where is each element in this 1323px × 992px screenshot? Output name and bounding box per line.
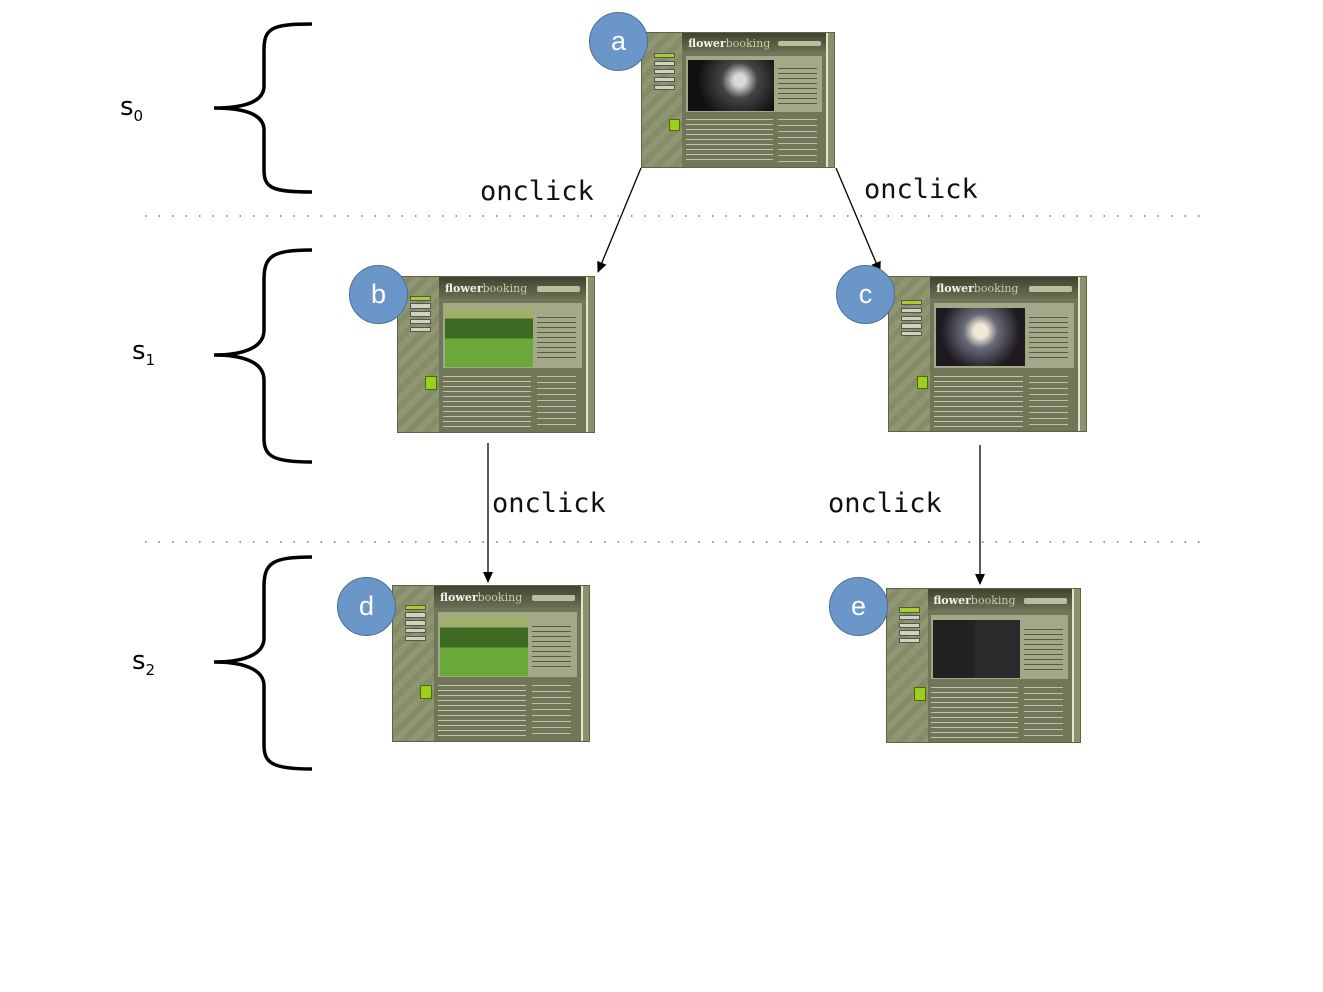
- thumbnail-logo: flowerbooking: [688, 37, 771, 51]
- edge-arrow-a-c: [835, 167, 881, 273]
- thumbnail-photo: [688, 59, 775, 111]
- thumbnail-header: [434, 586, 582, 608]
- thumbnail-dates-text: [1028, 375, 1069, 428]
- thumbnail-nav-item: [653, 69, 675, 74]
- thumbnail-article-text: [931, 686, 1019, 739]
- thumbnail-right-bar: [1078, 277, 1086, 431]
- thumbnail-nav-item: [653, 77, 675, 82]
- thumbnail-nav-item: [404, 620, 427, 626]
- thumbnail-nav-item: [900, 307, 923, 314]
- thumbnail-nav-item: [898, 637, 920, 644]
- level-label-s2: s2: [132, 646, 156, 680]
- edge-label-c-e: onclick: [828, 488, 942, 519]
- thumbnail-feature-text: [532, 626, 572, 670]
- thumbnail-search-bar: [532, 595, 576, 602]
- thumbnail-header: [927, 589, 1073, 611]
- thumbnail-nav-item: [898, 607, 920, 613]
- thumbnail-right-bar: [581, 586, 589, 741]
- thumbnail-nav-item: [898, 630, 920, 636]
- thumbnail-right-bar: [586, 277, 594, 432]
- thumbnail-feature-text: [1024, 628, 1063, 672]
- thumbnail-dates-text: [1024, 686, 1063, 739]
- thumbnail-nav-item: [409, 326, 432, 333]
- thumbnail-nav-item: [409, 318, 432, 325]
- screenshot-thumbnail-a: flowerbooking: [641, 32, 835, 168]
- thumbnail-badge: [916, 375, 929, 390]
- thumbnail-right-bar: [826, 33, 834, 167]
- thumbnail-sidebar: [393, 586, 435, 741]
- thumbnail-badge: [425, 376, 438, 391]
- thumbnail-logo: flowerbooking: [440, 590, 523, 604]
- thumbnail-photo: [936, 307, 1025, 367]
- thumbnail-badge: [420, 685, 433, 700]
- thumbnail-article-text: [934, 375, 1023, 428]
- thumbnail-feature-text: [778, 67, 817, 106]
- thumbnail-nav-item: [404, 635, 427, 642]
- thumbnail-nav-item: [898, 622, 920, 628]
- thumbnail-feature-text: [1028, 317, 1069, 361]
- thumbnail-article-text: [443, 376, 532, 429]
- thumbnail-right-bar: [1072, 589, 1080, 742]
- edge-label-a-b: onclick: [480, 176, 594, 207]
- edge-label-b-d: onclick: [492, 488, 606, 519]
- thumbnail-nav-item: [404, 627, 427, 634]
- thumbnail-header: [930, 277, 1079, 299]
- thumbnail-article-text: [686, 118, 773, 165]
- screenshot-thumbnail-c: flowerbooking: [888, 276, 1087, 432]
- level-brace-s1: [213, 248, 313, 464]
- thumbnail-nav-item: [653, 85, 675, 90]
- screenshot-thumbnail-e: flowerbooking: [886, 588, 1081, 743]
- thumbnail-photo: [440, 617, 529, 676]
- edge-arrow-a-b: [597, 167, 642, 273]
- node-e: e: [829, 577, 888, 636]
- thumbnail-nav-item: [409, 311, 432, 317]
- thumbnail-header: [439, 277, 587, 299]
- node-d: d: [337, 577, 396, 636]
- level-label-s1: s1: [132, 336, 156, 370]
- node-c: c: [836, 265, 895, 324]
- thumbnail-badge: [914, 686, 926, 701]
- thumbnail-nav-item: [409, 295, 432, 302]
- screenshot-thumbnail-b: flowerbooking: [397, 276, 595, 433]
- thumbnail-logo: flowerbooking: [936, 281, 1019, 295]
- screenshot-thumbnail-d: flowerbooking: [392, 585, 590, 742]
- thumbnail-nav-item: [900, 323, 923, 329]
- thumbnail-logo: flowerbooking: [933, 593, 1016, 607]
- level-brace-s0: [213, 22, 313, 194]
- node-a: a: [589, 12, 648, 71]
- thumbnail-photo: [445, 308, 534, 367]
- thumbnail-feature-text: [537, 317, 577, 361]
- thumbnail-nav-item: [404, 612, 427, 618]
- thumbnail-search-bar: [537, 286, 581, 293]
- level-brace-s2: [213, 555, 313, 771]
- thumbnail-search-bar: [1024, 598, 1067, 605]
- thumbnail-article-text: [438, 685, 527, 738]
- thumbnail-nav-item: [898, 615, 920, 621]
- thumbnail-search-bar: [1028, 286, 1073, 293]
- thumbnail-nav-item: [900, 315, 923, 321]
- thumbnail-search-bar: [778, 41, 821, 47]
- thumbnail-dates-text: [778, 118, 817, 165]
- thumbnail-dates-text: [532, 685, 572, 738]
- thumbnail-nav-item: [653, 61, 675, 66]
- thumbnail-nav-item: [900, 300, 923, 306]
- thumbnail-dates-text: [537, 376, 577, 429]
- thumbnail-photo: [933, 619, 1021, 678]
- thumbnail-nav-item: [900, 330, 923, 337]
- thumbnail-nav-item: [653, 53, 675, 58]
- node-b: b: [349, 265, 408, 324]
- thumbnail-header: [682, 33, 827, 52]
- edge-label-a-c: onclick: [864, 174, 978, 205]
- thumbnail-badge: [668, 118, 681, 131]
- thumbnail-sidebar: [887, 589, 928, 742]
- thumbnail-logo: flowerbooking: [445, 281, 528, 295]
- thumbnail-nav-item: [409, 303, 432, 309]
- thumbnail-nav-item: [404, 604, 427, 611]
- level-label-s0: s0: [120, 92, 144, 126]
